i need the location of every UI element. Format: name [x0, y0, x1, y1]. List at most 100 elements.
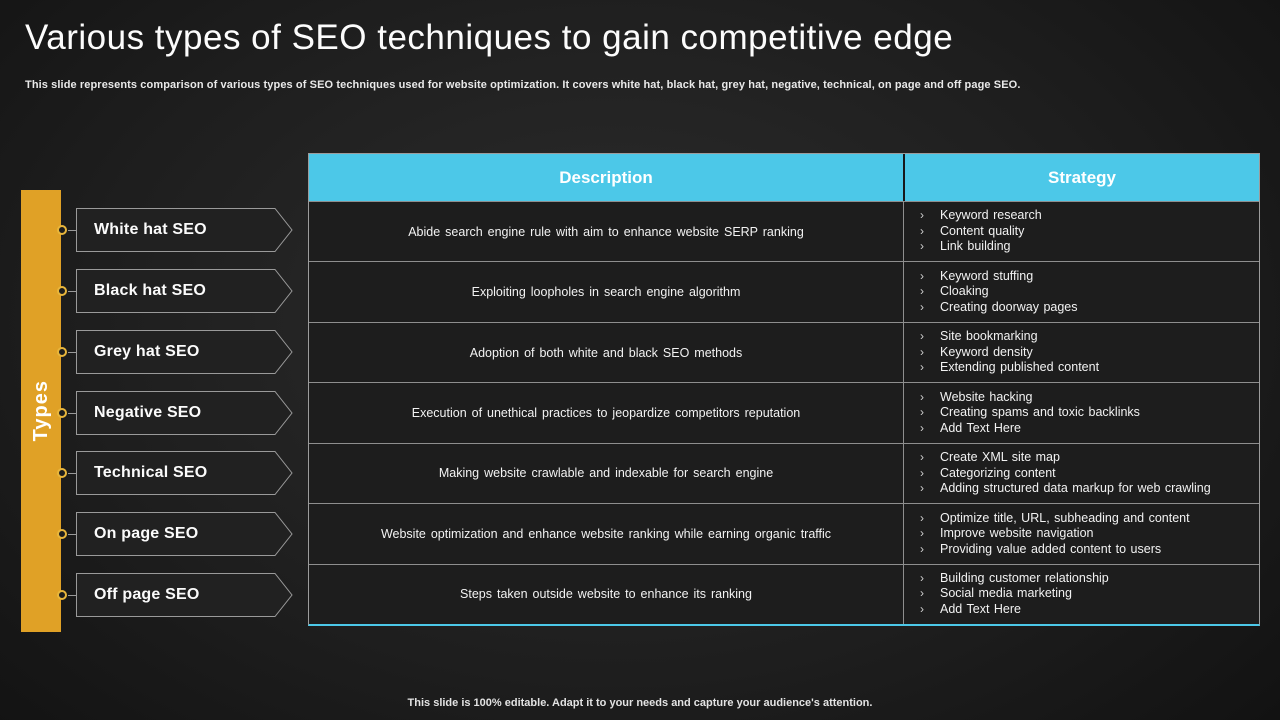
type-arrow-label: White hat SEO — [94, 221, 207, 239]
strategy-text: Social media marketing — [940, 586, 1072, 601]
connector-node-icon — [57, 346, 67, 357]
description-cell: Execution of unethical practices to jeop… — [411, 405, 801, 420]
description-cell: Making website crawlable and indexable f… — [438, 466, 774, 481]
strategy-item: › Website hacking — [918, 390, 1253, 406]
type-arrow-item: Black hat SEO — [0, 269, 300, 314]
strategy-item: › Creating spams and toxic backlinks — [918, 405, 1253, 421]
strategy-cell: › Keyword stuffing › Cloaking › Creating door… — [903, 262, 1259, 322]
strategy-text: Keyword stuffing — [940, 268, 1034, 283]
strategy-text: Create XML site map — [940, 450, 1060, 465]
chevron-bullet-icon: › — [920, 223, 924, 238]
chevron-bullet-icon: › — [920, 299, 924, 314]
strategy-text: Providing value added content to users — [940, 541, 1162, 556]
type-arrow-item: On page SEO — [0, 511, 300, 556]
table-row: Website optimization and enhance website… — [309, 503, 1259, 564]
strategy-item: › Keyword density — [918, 345, 1253, 361]
strategy-item: ›Add Text Here — [918, 602, 1253, 618]
strategy-text: Improve website navigation — [940, 526, 1094, 541]
strategy-item: › Keyword stuffing — [918, 269, 1253, 285]
type-arrow-label: On page SEO — [94, 524, 199, 542]
table-row: Making website crawlable and indexable f… — [309, 442, 1259, 504]
table-row: Exploiting loopholes in search engine al… — [309, 261, 1259, 322]
chevron-bullet-icon: › — [920, 450, 924, 465]
table-row: Execution of unethical practices to jeop… — [309, 382, 1259, 443]
connector-node-icon — [57, 589, 67, 600]
type-arrow-label: Off page SEO — [94, 585, 200, 603]
description-cell: Steps taken outside website to enhance i… — [460, 587, 752, 602]
column-header-description: Description — [559, 167, 653, 187]
strategy-item: ›Site bookmarking — [918, 329, 1253, 345]
strategy-cell: › Website hacking › Creating spams and toxi… — [903, 383, 1259, 443]
strategy-text: Website hacking — [940, 389, 1033, 404]
chevron-bullet-icon: › — [920, 405, 924, 420]
arrow-shape-icon — [76, 511, 293, 556]
arrow-shape-icon — [76, 451, 293, 496]
strategy-text: Optimize title, URL, subheading and cont… — [940, 510, 1190, 525]
strategy-text: Cloaking — [940, 284, 989, 299]
type-arrow-item: Technical SEO — [0, 451, 300, 496]
strategy-text: Building customer relationship — [940, 570, 1109, 585]
chevron-bullet-icon: › — [920, 526, 924, 541]
chevron-bullet-icon: › — [920, 465, 924, 480]
chevron-bullet-icon: › — [920, 284, 924, 299]
chevron-bullet-icon: › — [920, 329, 924, 344]
column-header-strategy: Strategy — [903, 154, 1259, 201]
strategy-item: › Creating doorway pages — [918, 300, 1253, 316]
chevron-bullet-icon: › — [920, 208, 924, 223]
strategy-item: › Improve website navigation — [918, 526, 1253, 542]
connector-node-icon — [57, 468, 67, 479]
strategy-text: Adding structured data markup for web cr… — [940, 481, 1211, 496]
type-arrow-label: Technical SEO — [94, 464, 208, 482]
strategy-item: › Cloaking — [918, 284, 1253, 300]
type-arrow-item: White hat SEO — [0, 208, 300, 253]
footer-note: This slide is 100% editable. Adapt it to… — [407, 697, 873, 709]
strategy-text: Link building — [940, 239, 1011, 254]
type-arrow-item: Off page SEO — [0, 572, 300, 617]
strategy-item: › Content quality — [918, 224, 1253, 240]
strategy-text: Add Text Here — [940, 420, 1021, 435]
type-arrow-label: Grey hat SEO — [94, 342, 200, 360]
strategy-text: Add Text Here — [940, 601, 1021, 616]
table-body: Abide search engine rule with aim to enh… — [309, 201, 1259, 624]
arrow-shape-icon — [76, 329, 293, 374]
types-sidebar: Types — [21, 190, 61, 632]
strategy-text: Content quality — [940, 223, 1025, 238]
connector-line — [68, 594, 77, 596]
connector-node-icon — [57, 286, 67, 297]
table-row: Steps taken outside website to enhance i… — [309, 563, 1259, 624]
strategy-item: ›Extending published content — [918, 360, 1253, 376]
strategy-item: › Categorizing content — [918, 466, 1253, 482]
type-arrow-label: Black hat SEO — [94, 282, 206, 300]
strategy-text: Categorizing content — [940, 465, 1056, 480]
strategy-text: Keyword density — [940, 344, 1033, 359]
page-title: Various types of SEO techniques to gain … — [25, 18, 954, 57]
connector-line — [68, 230, 77, 232]
strategy-text: Creating doorway pages — [940, 299, 1078, 314]
type-arrow-item: Negative SEO — [0, 390, 300, 435]
strategy-text: Extending published content — [940, 360, 1100, 375]
strategy-item: › Link building — [918, 239, 1253, 255]
arrow-shape-icon — [76, 390, 293, 435]
arrow-shape-icon — [76, 572, 293, 617]
chevron-bullet-icon: › — [920, 239, 924, 254]
connector-node-icon — [57, 528, 67, 539]
strategy-item: ›Keyword research — [918, 208, 1253, 224]
strategy-item: › Create XML site map — [918, 450, 1253, 466]
chevron-bullet-icon: › — [920, 344, 924, 359]
arrow-shape-icon — [76, 208, 293, 253]
arrow-shape-icon — [76, 269, 293, 314]
table-row: Adoption of both white and black SEO met… — [309, 321, 1259, 383]
chevron-bullet-icon: › — [920, 268, 924, 283]
table-row: Abide search engine rule with aim to enh… — [309, 201, 1259, 262]
seo-comparison-table: Description Strategy Abide search engine… — [308, 153, 1260, 626]
chevron-bullet-icon: › — [920, 510, 924, 525]
chevron-bullet-icon: › — [920, 420, 924, 435]
strategy-item: ›Building customer relationship — [918, 571, 1253, 587]
strategy-cell: › Optimize title, URL, subheading and con… — [903, 504, 1259, 564]
connector-line — [68, 533, 77, 535]
chevron-bullet-icon: › — [920, 389, 924, 404]
type-arrow-label: Negative SEO — [94, 403, 202, 421]
description-cell: Abide search engine rule with aim to enh… — [408, 224, 804, 239]
strategy-text: Creating spams and toxic backlinks — [940, 405, 1140, 420]
